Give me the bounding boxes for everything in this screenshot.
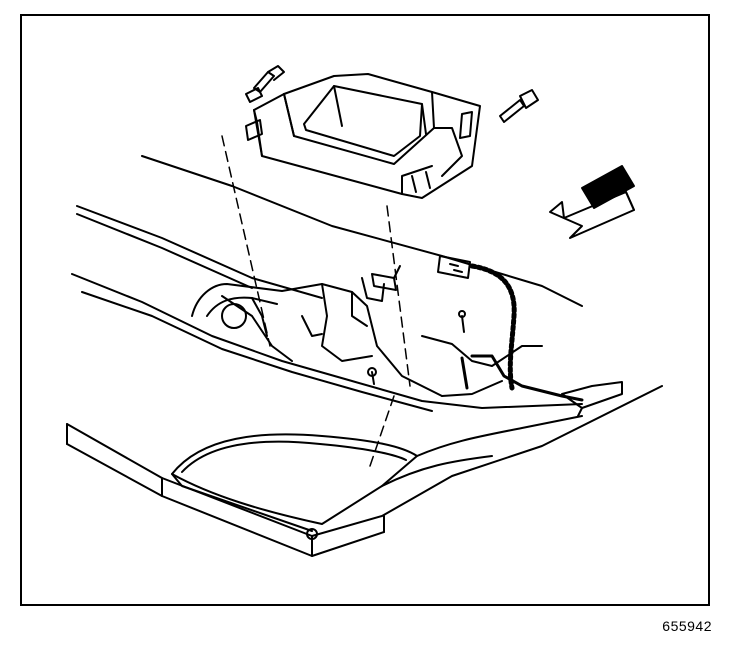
- fastener-bolt-right: [499, 89, 539, 123]
- wiring-harness: [460, 263, 623, 417]
- floor-panel: [66, 385, 663, 557]
- storage-compartment: [245, 73, 481, 199]
- floor-screw-hole: [306, 528, 318, 540]
- mounting-tab-left: [245, 119, 263, 141]
- alignment-lines: [221, 135, 411, 467]
- direction-arrow: [549, 165, 635, 239]
- figure-id-label: 655942: [662, 618, 712, 634]
- diagram-frame: [20, 14, 710, 606]
- exploded-view-diagram: [66, 65, 663, 557]
- electrical-connector: [437, 255, 471, 279]
- fastener-bolt-left: [245, 65, 285, 103]
- console-bracket: [71, 155, 583, 412]
